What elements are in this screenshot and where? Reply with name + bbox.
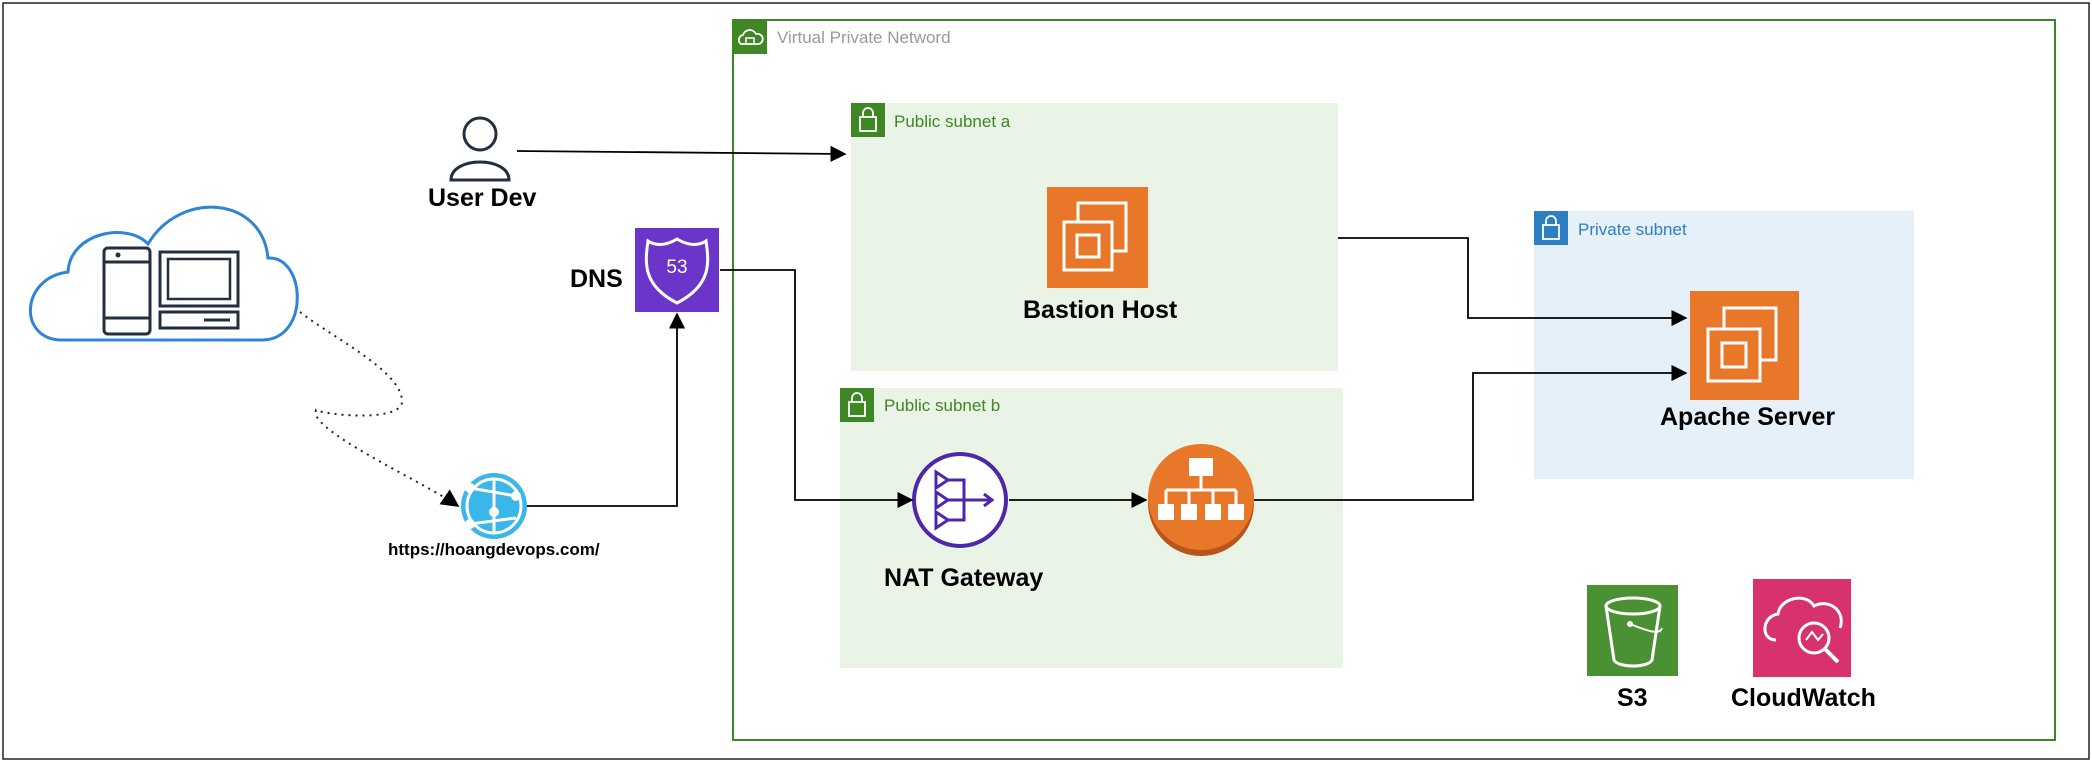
- website-globe-icon: [461, 473, 527, 539]
- s3-icon: [1587, 585, 1678, 676]
- public-subnet-b-box: [840, 388, 1343, 668]
- nat-gateway-label: NAT Gateway: [884, 564, 1044, 592]
- bastion-ec2-icon: [1047, 187, 1148, 288]
- load-balancer-icon: [1148, 444, 1254, 556]
- apache-server-label: Apache Server: [1660, 403, 1836, 431]
- connector-lb-to-apache: [1254, 364, 1688, 501]
- route53-icon: [635, 228, 719, 312]
- route53-badge-text: 53: [666, 257, 688, 278]
- public-subnet-b-label: Public subnet b: [884, 396, 1001, 415]
- public-subnet-a-lock-icon: [851, 103, 885, 137]
- public-subnet-b-lock-icon: [840, 388, 874, 422]
- cloudwatch-icon: [1753, 579, 1851, 677]
- user-icon: [449, 116, 511, 182]
- s3-label: S3: [1617, 684, 1648, 712]
- cloudwatch-label: CloudWatch: [1731, 684, 1876, 712]
- apache-ec2-icon: [1690, 291, 1799, 400]
- vpc-border: [732, 19, 2056, 741]
- connector-bastion-to-apache: [1338, 237, 1688, 327]
- connector-user-to-subnet-a: [516, 145, 847, 162]
- connector-web-to-dns: [527, 312, 686, 507]
- dns-label: DNS: [570, 265, 623, 293]
- bastion-host-label: Bastion Host: [1023, 296, 1178, 324]
- private-subnet-label: Private subnet: [1578, 220, 1687, 239]
- client-devices-cloud-icon: [28, 205, 299, 342]
- public-subnet-a-label: Public subnet a: [894, 112, 1011, 131]
- private-subnet-lock-icon: [1534, 211, 1568, 245]
- dotted-connector: [299, 311, 460, 508]
- vpc-label: Virtual Private Netword: [777, 28, 951, 47]
- user-dev-label: User Dev: [428, 184, 537, 212]
- connector-dns-to-nat: [720, 269, 914, 509]
- website-url-label: https://hoangdevops.com/: [388, 540, 600, 559]
- nat-gateway-icon: [912, 452, 1008, 548]
- vpc-cloud-lock-icon: [733, 20, 767, 54]
